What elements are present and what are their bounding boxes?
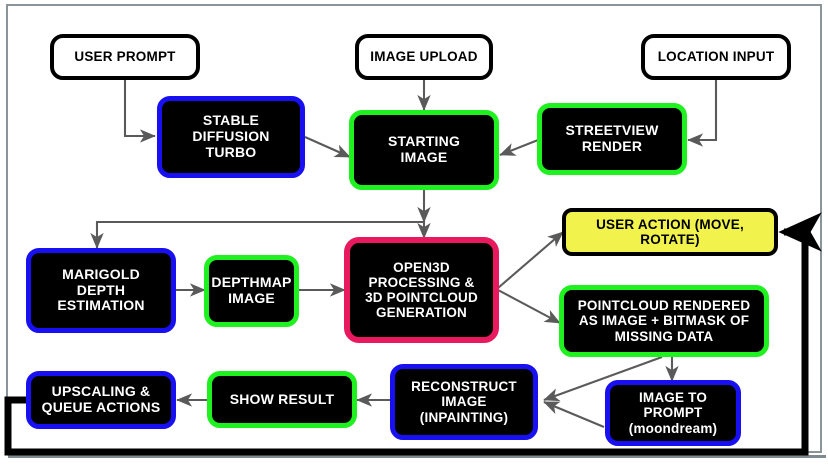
node-user-prompt[interactable]: USER PROMPT (50, 34, 200, 80)
node-user-prompt-label: USER PROMPT (74, 49, 176, 65)
node-user-action[interactable]: USER ACTION (MOVE,ROTATE) (562, 208, 778, 256)
node-location-input-label: LOCATION INPUT (657, 49, 775, 65)
node-show-result-label: SHOW RESULT (229, 390, 335, 407)
node-location-input[interactable]: LOCATION INPUT (641, 34, 791, 80)
node-show-result[interactable]: SHOW RESULT (207, 371, 357, 428)
node-image-upload-label: IMAGE UPLOAD (370, 49, 478, 65)
node-upscaling-queue-actions[interactable]: UPSCALING &QUEUE ACTIONS (26, 371, 176, 429)
node-image-upload[interactable]: IMAGE UPLOAD (355, 34, 493, 80)
page-frame-shadow (8, 455, 826, 458)
node-upscaling-queue-actions-label: UPSCALING &QUEUE ACTIONS (41, 383, 161, 415)
node-user-action-label: USER ACTION (MOVE,ROTATE) (596, 216, 744, 247)
